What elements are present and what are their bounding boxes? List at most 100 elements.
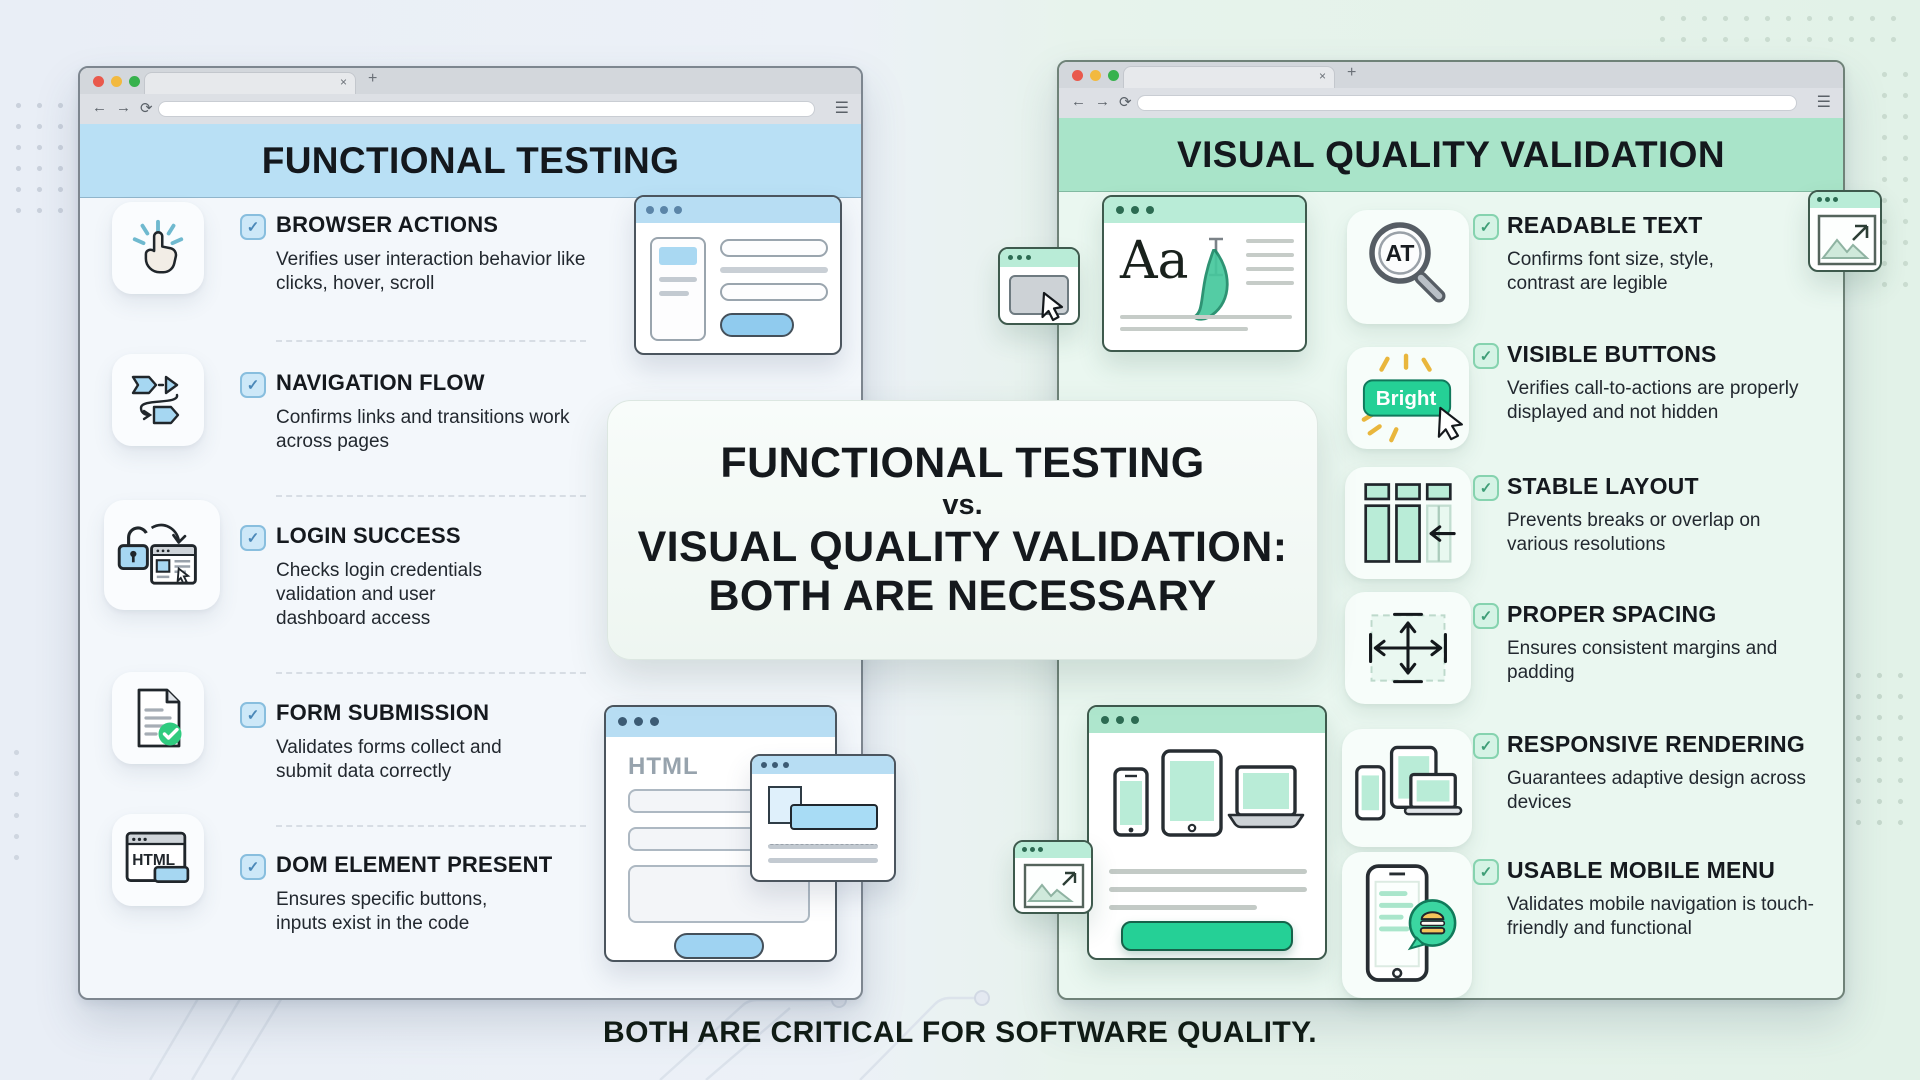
- checkbox-responsive-rendering[interactable]: ✓: [1473, 733, 1499, 759]
- checkbox-browser-actions[interactable]: ✓: [240, 214, 266, 240]
- url-bar[interactable]: [1137, 95, 1797, 111]
- close-window-button[interactable]: [1072, 70, 1083, 81]
- close-window-button[interactable]: [93, 76, 104, 87]
- item-description: Confirms font size, style, contrast are …: [1507, 249, 1714, 295]
- tab-close-icon[interactable]: ×: [1318, 69, 1326, 83]
- html-window-icon: HTML: [125, 831, 190, 883]
- right-panel-header: VISUAL QUALITY VALIDATION: [1059, 118, 1843, 192]
- mock-cta-button: [1121, 921, 1293, 951]
- item-title: VISIBLE BUTTONS: [1507, 341, 1717, 367]
- mock-input: [720, 239, 828, 257]
- font-sample-text: Aa: [1120, 231, 1189, 291]
- checkbox-login-success[interactable]: ✓: [240, 525, 266, 551]
- form-submission-icon-card: [112, 672, 204, 764]
- tab-bar: × +: [80, 68, 861, 94]
- cursor-arrow-icon: [1041, 291, 1064, 322]
- spacing-arrows-icon: [1369, 612, 1447, 684]
- image-placeholder-icon: [1023, 863, 1085, 909]
- mobile-menu-icon: [1365, 864, 1457, 982]
- item-title: FORM SUBMISSION: [276, 700, 490, 725]
- forward-icon[interactable]: →: [1095, 93, 1110, 110]
- readable-text-icon-card: AT: [1347, 210, 1469, 324]
- checkbox-dom-element[interactable]: ✓: [240, 854, 266, 880]
- tab-close-icon[interactable]: ×: [339, 75, 347, 89]
- mock-submit-button: [674, 933, 764, 959]
- item-title: READABLE TEXT: [1507, 212, 1703, 238]
- dashed-divider: [276, 340, 586, 342]
- checkbox-readable-text[interactable]: ✓: [1473, 214, 1499, 240]
- back-icon[interactable]: ←: [1071, 93, 1086, 110]
- check-icon: ✓: [1479, 348, 1493, 365]
- new-tab-button[interactable]: +: [368, 70, 378, 87]
- image-expand-mock-window: [1808, 190, 1882, 272]
- menu-icon[interactable]: ☰: [1816, 94, 1831, 111]
- dot-grid: [1848, 665, 1914, 841]
- item-description: Ensures specific buttons, inputs exist i…: [276, 889, 488, 935]
- mock-text-line: [720, 267, 828, 273]
- reload-icon[interactable]: ⟳: [1119, 94, 1132, 111]
- browser-toolbar: ← → ⟳ ☰: [1059, 88, 1843, 118]
- browser-tab[interactable]: ×: [1123, 66, 1335, 88]
- back-icon[interactable]: ←: [92, 99, 107, 116]
- image-placeholder-icon: [1817, 214, 1877, 266]
- maximize-window-button[interactable]: [129, 76, 140, 87]
- browser-actions-icon-card: [112, 202, 204, 294]
- menu-icon[interactable]: ☰: [834, 100, 849, 117]
- dot-grid: [8, 95, 74, 217]
- item-description: Confirms links and transitions work acro…: [276, 407, 570, 453]
- right-panel-title: VISUAL QUALITY VALIDATION: [1177, 133, 1725, 175]
- checkbox-navigation-flow[interactable]: ✓: [240, 372, 266, 398]
- checkbox-proper-spacing[interactable]: ✓: [1473, 603, 1499, 629]
- check-icon: ✓: [1479, 738, 1493, 755]
- mock-titlebar: [1089, 707, 1325, 733]
- navigation-flow-icon-card: [112, 354, 204, 446]
- check-icon: ✓: [246, 377, 260, 394]
- responsive-preview-mock-window: [1087, 705, 1327, 960]
- item-description: Validates mobile navigation is touch-fri…: [1507, 894, 1814, 940]
- item-description: Guarantees adaptive design across device…: [1507, 768, 1806, 814]
- mock-titlebar: [636, 197, 840, 223]
- dashed-divider: [276, 495, 586, 497]
- dashed-divider: [276, 825, 586, 827]
- center-title-card: FUNCTIONAL TESTING vs. VISUAL QUALITY VA…: [607, 400, 1318, 660]
- checkbox-usable-mobile-menu[interactable]: ✓: [1473, 859, 1499, 885]
- item-description: Ensures consistent margins and padding: [1507, 638, 1778, 684]
- check-icon: ✓: [246, 219, 260, 236]
- maximize-window-button[interactable]: [1108, 70, 1119, 81]
- item-title: RESPONSIVE RENDERING: [1507, 731, 1805, 757]
- checkbox-visible-buttons[interactable]: ✓: [1473, 343, 1499, 369]
- checkbox-stable-layout[interactable]: ✓: [1473, 475, 1499, 501]
- left-panel-title: FUNCTIONAL TESTING: [261, 139, 680, 181]
- minimize-window-button[interactable]: [1090, 70, 1101, 81]
- minimize-window-button[interactable]: [111, 76, 122, 87]
- navigation-flow-icon: [131, 375, 180, 425]
- element-overlay-mock-window: [750, 754, 896, 882]
- mock-titlebar: [1000, 249, 1078, 267]
- item-title: PROPER SPACING: [1507, 601, 1717, 627]
- login-success-icon-card: [104, 500, 220, 610]
- click-hand-icon: [132, 219, 184, 274]
- proper-spacing-icon-card: [1345, 592, 1471, 704]
- item-title: STABLE LAYOUT: [1507, 473, 1699, 499]
- checkbox-form-submission[interactable]: ✓: [240, 702, 266, 728]
- item-title: BROWSER ACTIONS: [276, 212, 499, 237]
- reload-icon[interactable]: ⟳: [140, 100, 153, 117]
- devices-trio-icon: [1355, 745, 1463, 821]
- item-title: NAVIGATION FLOW: [276, 370, 485, 395]
- check-icon: ✓: [246, 530, 260, 547]
- mock-titlebar: [1015, 842, 1091, 858]
- browser-tab[interactable]: ×: [144, 72, 356, 94]
- item-title: LOGIN SUCCESS: [276, 523, 461, 548]
- tab-bar: × +: [1059, 62, 1843, 88]
- browser-toolbar: ← → ⟳ ☰: [80, 94, 861, 124]
- forward-icon[interactable]: →: [116, 99, 131, 116]
- mock-input: [720, 283, 828, 301]
- mock-titlebar: [1104, 197, 1305, 223]
- url-bar[interactable]: [158, 101, 815, 117]
- left-browser-window: × + ← → ⟳ ☰ FUNCTIONAL TESTING ✓ BROWSER…: [78, 66, 896, 1000]
- mock-titlebar: [606, 707, 835, 737]
- html-label: HTML: [628, 753, 699, 780]
- dot-grid: [6, 742, 34, 870]
- new-tab-button[interactable]: +: [1347, 64, 1357, 81]
- typography-sample-card: Aa: [1102, 195, 1307, 352]
